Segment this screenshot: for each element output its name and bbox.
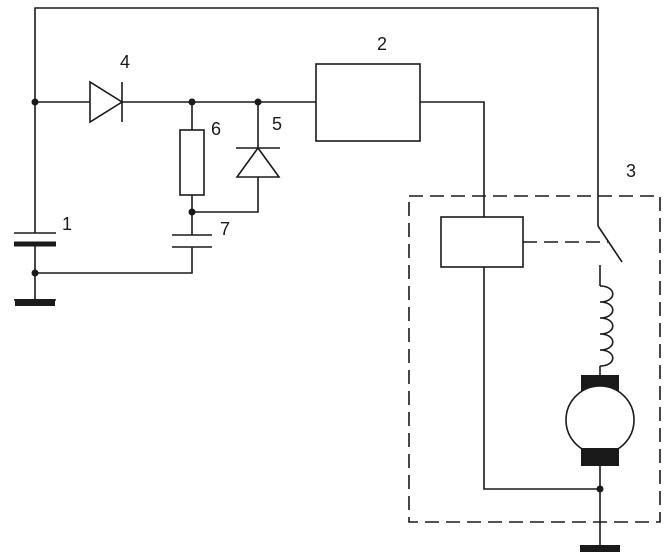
label-capacitor: 7 (220, 219, 230, 239)
label-zener-diode: 5 (272, 114, 282, 134)
label-starter-unit: 3 (626, 161, 636, 181)
diode (89, 80, 124, 124)
junction-dot-zener-top (254, 98, 262, 106)
junction-dot-resistor-bottom (188, 208, 196, 216)
switch-blade (597, 225, 623, 263)
label-battery: 1 (62, 214, 72, 234)
junction-dot-battery-bottom (31, 269, 39, 277)
junction-dot-resistor-top (188, 98, 196, 106)
zener-diode (235, 146, 281, 178)
field-winding (599, 285, 614, 367)
motor (565, 375, 635, 466)
resistor (179, 129, 205, 196)
capacitor-return-wire (35, 247, 193, 274)
junction-dot-left-main (31, 98, 39, 106)
top-feed-wire (34, 7, 599, 226)
capacitor (172, 234, 212, 248)
label-resistor: 6 (211, 119, 221, 139)
label-diode: 4 (120, 52, 130, 72)
zener-bottom-lead (192, 177, 259, 213)
ground-bar-right (580, 545, 620, 552)
junction-dot-motor-bottom (596, 485, 604, 493)
label-block: 2 (377, 34, 387, 54)
block-output-wire (420, 101, 485, 217)
starter-unit-boundary (408, 195, 661, 523)
ground-bar-left (15, 299, 55, 306)
relay-return-wire (483, 267, 600, 490)
battery (14, 232, 56, 301)
relay-coil (440, 216, 524, 268)
control-block (315, 63, 421, 142)
